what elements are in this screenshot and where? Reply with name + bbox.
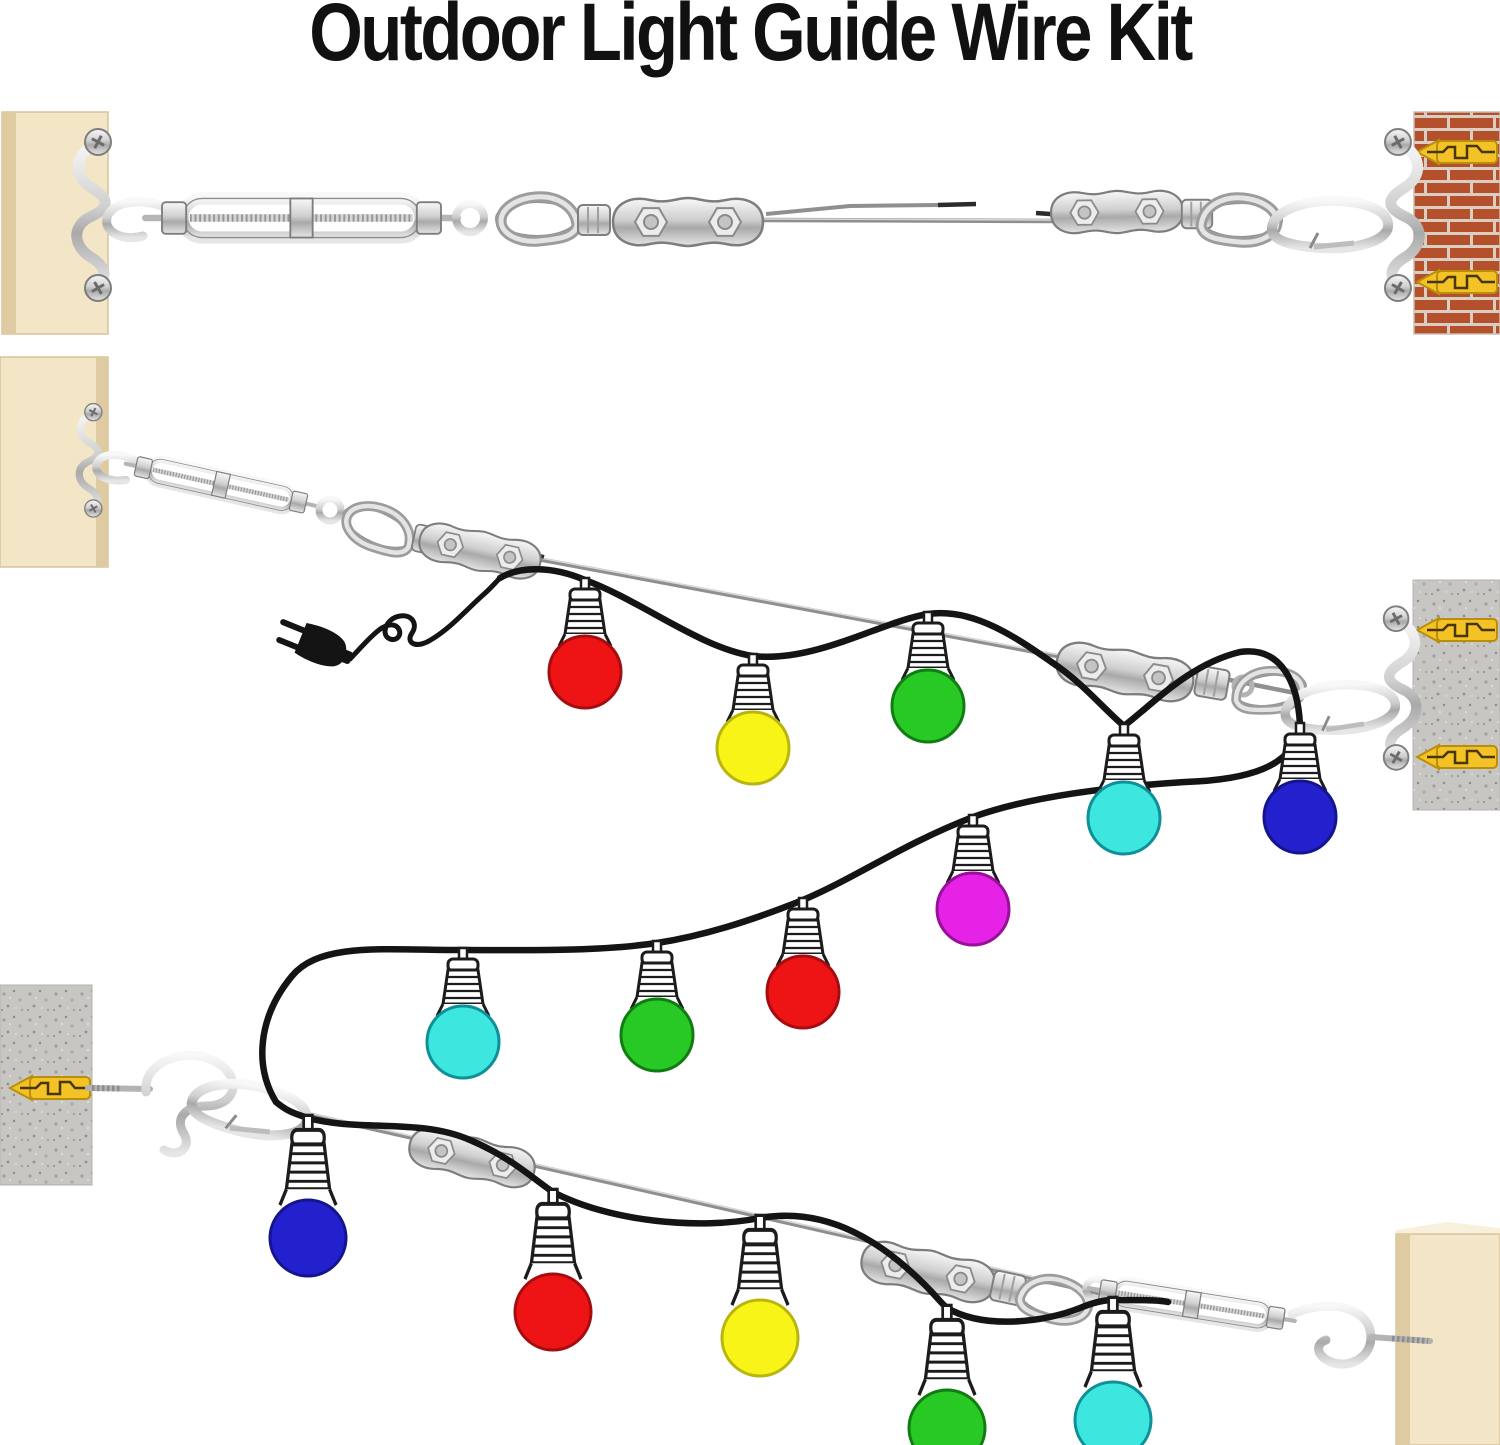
string-bulb-red-2 (765, 896, 841, 1030)
bulb-globe-cyan (1086, 780, 1162, 856)
guide-wire-top (761, 201, 1065, 224)
pad-eye-mount (1384, 606, 1417, 769)
string-bulb-green-1 (890, 610, 966, 744)
string-bulb-green-2 (619, 939, 695, 1073)
string-bulb-blue-1 (1262, 721, 1338, 855)
turnbuckle (145, 198, 457, 237)
hook-screw-threads (1391, 1335, 1429, 1344)
string-light-cable-lower (259, 721, 1304, 1325)
bulb-globe-magenta (935, 871, 1011, 947)
duplex-wire-clamp (414, 517, 546, 585)
string-bulb-magenta-1 (935, 813, 1011, 947)
turnbuckle-eye-end (315, 495, 345, 525)
carabiner-snap-hook (1272, 201, 1388, 248)
duplex-wire-clamp (1049, 188, 1185, 236)
string-bulb-cyan-1 (1086, 722, 1162, 856)
duplex-wire-clamp (1052, 637, 1198, 707)
string-bulb-cyan-3 (1073, 1295, 1153, 1445)
turnbuckle-hook-end (102, 197, 180, 242)
bulb-socket (277, 1113, 339, 1208)
bulb-globe-green (890, 668, 966, 744)
wood-post-bottom-right (1395, 1222, 1500, 1445)
bottom-run-hardware (85, 1050, 1433, 1369)
string-bulb-yellow-1 (715, 652, 791, 786)
wire-thimble (497, 197, 577, 242)
bulb-globe-blue (268, 1198, 348, 1278)
plug-cord (347, 575, 503, 662)
bulb-globe-red (765, 954, 841, 1030)
page-title: Outdoor Light Guide Wire Kit (309, 0, 1193, 78)
string-bulb-cyan-2 (425, 946, 501, 1080)
concrete-wall-middle-right (1412, 579, 1500, 811)
turnbuckle-eye-end (452, 200, 488, 236)
duplex-wire-clamp (404, 1122, 540, 1194)
power-plug-icon (276, 619, 353, 667)
string-bulb-blue-2 (268, 1113, 348, 1278)
cup-hook (141, 1050, 238, 1158)
hook-screw-shank (1368, 1334, 1433, 1344)
turnbuckle (123, 452, 319, 518)
string-light-cable-upper (496, 566, 1304, 731)
bulb-globe-green (907, 1388, 987, 1445)
duplex-wire-clamp (611, 196, 765, 248)
bulb-globe-cyan (425, 1004, 501, 1080)
bulb-globe-red (547, 634, 623, 710)
middle-run-hardware (79, 404, 1416, 770)
string-bulb-red-3 (513, 1187, 593, 1352)
bulb-globe-cyan (1073, 1380, 1153, 1445)
turnbuckle-hook-end (1287, 1301, 1376, 1369)
wire-thimble (337, 495, 419, 561)
bulb-socket (729, 1213, 791, 1308)
bulb-globe-red (513, 1272, 593, 1352)
bulb-globe-green (619, 997, 695, 1073)
string-bulb-red-1 (547, 576, 623, 710)
bulb-globe-yellow (715, 710, 791, 786)
turnbuckle-hook-end (92, 451, 152, 485)
bulb-globe-blue (1262, 779, 1338, 855)
top-run-hardware (77, 129, 1420, 301)
ferrule-sleeve (577, 204, 611, 236)
bulb-globe-yellow (720, 1298, 800, 1378)
string-bulb-green-3 (907, 1303, 987, 1445)
string-bulb-yellow-2 (720, 1213, 800, 1378)
